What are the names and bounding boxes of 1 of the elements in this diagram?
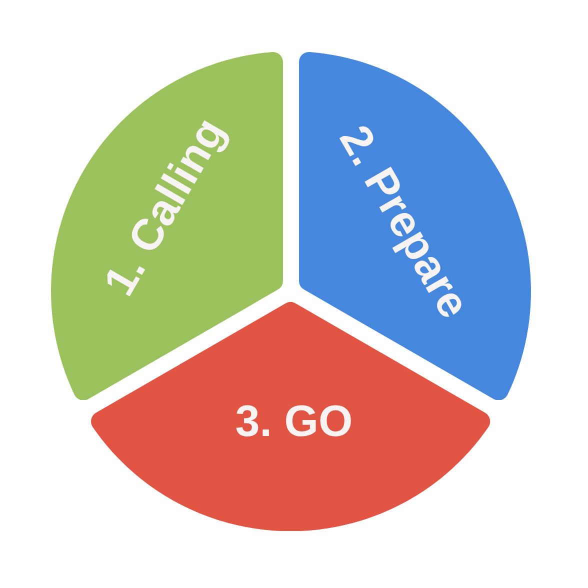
segment-label: 3. GO: [235, 400, 353, 444]
